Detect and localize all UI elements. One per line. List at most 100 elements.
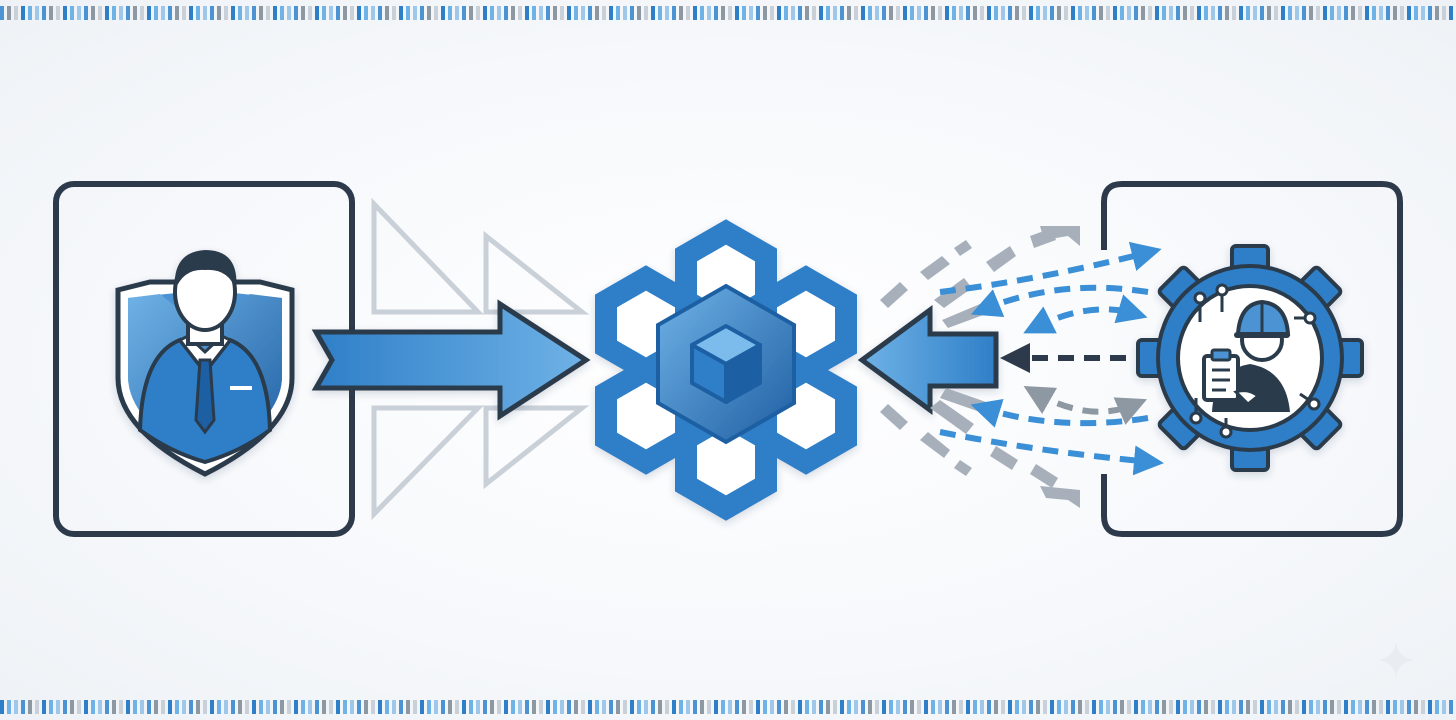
border-stripe <box>161 700 165 714</box>
border-stripe <box>770 700 774 714</box>
border-stripe <box>1036 6 1040 20</box>
border-stripe <box>1442 6 1446 20</box>
border-stripe <box>595 700 599 714</box>
border-stripe <box>756 6 760 20</box>
border-stripe <box>686 6 690 20</box>
border-stripe <box>938 700 942 714</box>
border-stripe <box>1386 700 1390 714</box>
border-stripe <box>875 6 879 20</box>
border-stripe <box>490 6 494 20</box>
border-stripe <box>1106 700 1110 714</box>
border-stripe <box>812 6 816 20</box>
border-stripe <box>1204 700 1208 714</box>
border-stripe <box>931 6 935 20</box>
border-stripe <box>1421 6 1425 20</box>
border-stripe <box>826 6 830 20</box>
border-stripe <box>147 6 151 20</box>
border-stripe <box>392 700 396 714</box>
border-stripe <box>672 700 676 714</box>
border-stripe <box>1001 6 1005 20</box>
border-stripe <box>1099 700 1103 714</box>
border-stripe <box>49 6 53 20</box>
border-stripe <box>882 700 886 714</box>
border-stripe <box>371 700 375 714</box>
border-stripe <box>728 700 732 714</box>
border-stripe <box>980 700 984 714</box>
border-stripe <box>553 6 557 20</box>
border-stripe <box>1442 700 1446 714</box>
border-stripe <box>1365 6 1369 20</box>
border-stripe <box>161 6 165 20</box>
border-stripe <box>224 6 228 20</box>
border-stripe <box>1330 700 1334 714</box>
border-stripe <box>602 700 606 714</box>
border-stripe <box>364 6 368 20</box>
border-stripe <box>0 6 4 20</box>
border-stripe <box>1295 700 1299 714</box>
border-stripe <box>1414 700 1418 714</box>
border-stripe <box>1246 700 1250 714</box>
border-stripe <box>1141 700 1145 714</box>
border-stripe <box>959 6 963 20</box>
border-stripe <box>1435 6 1439 20</box>
border-stripe <box>1008 700 1012 714</box>
border-stripe <box>714 700 718 714</box>
border-stripe <box>532 700 536 714</box>
border-stripe <box>483 700 487 714</box>
border-stripe <box>42 6 46 20</box>
border-stripe <box>896 700 900 714</box>
border-stripe <box>833 700 837 714</box>
border-stripe <box>1337 6 1341 20</box>
border-stripe <box>616 700 620 714</box>
border-stripe <box>840 700 844 714</box>
border-stripe <box>504 700 508 714</box>
border-stripe <box>952 6 956 20</box>
border-stripe <box>1176 700 1180 714</box>
border-stripe <box>1358 6 1362 20</box>
border-stripe <box>910 6 914 20</box>
border-stripe <box>994 700 998 714</box>
border-stripe <box>1057 6 1061 20</box>
border-stripe <box>1288 700 1292 714</box>
border-stripe <box>294 6 298 20</box>
border-stripe <box>1281 6 1285 20</box>
border-stripe <box>630 6 634 20</box>
border-stripe <box>637 700 641 714</box>
border-stripe <box>532 6 536 20</box>
border-stripe <box>721 6 725 20</box>
border-stripe <box>1253 700 1257 714</box>
border-stripe <box>1218 700 1222 714</box>
border-stripe <box>1323 6 1327 20</box>
border-stripe <box>1064 6 1068 20</box>
border-stripe <box>623 700 627 714</box>
border-stripe <box>364 700 368 714</box>
border-stripe <box>742 6 746 20</box>
border-stripe <box>105 700 109 714</box>
border-stripe <box>1071 700 1075 714</box>
border-stripe <box>231 700 235 714</box>
border-stripe <box>119 6 123 20</box>
border-stripe <box>357 6 361 20</box>
border-stripe <box>700 6 704 20</box>
border-stripe <box>462 700 466 714</box>
border-stripe <box>812 700 816 714</box>
border-stripe <box>126 6 130 20</box>
border-stripe <box>476 700 480 714</box>
border-stripe <box>1351 700 1355 714</box>
border-stripe <box>1344 6 1348 20</box>
border-stripe <box>1113 700 1117 714</box>
border-stripe <box>231 6 235 20</box>
border-stripe <box>448 6 452 20</box>
border-stripe <box>1057 700 1061 714</box>
border-stripe <box>560 6 564 20</box>
border-stripe <box>329 700 333 714</box>
border-stripe <box>1239 700 1243 714</box>
border-stripe <box>574 700 578 714</box>
border-stripe <box>896 6 900 20</box>
border-stripe <box>693 6 697 20</box>
border-stripe <box>1113 6 1117 20</box>
border-stripe <box>777 6 781 20</box>
border-stripe <box>28 6 32 20</box>
border-stripe <box>77 6 81 20</box>
